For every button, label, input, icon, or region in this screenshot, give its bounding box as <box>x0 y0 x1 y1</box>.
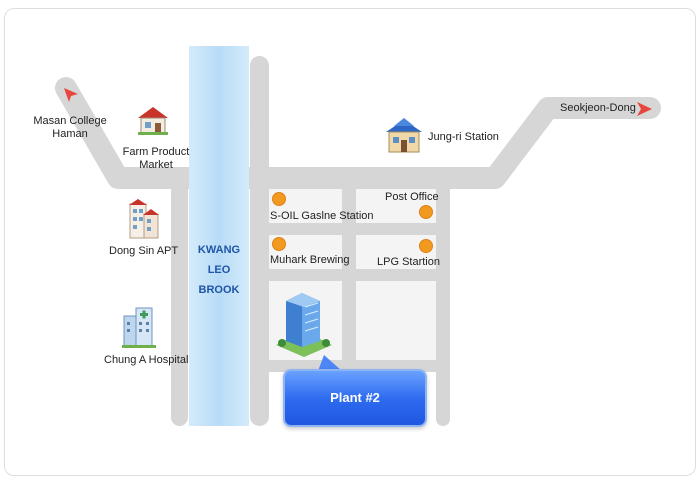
station-building-icon <box>386 118 422 153</box>
road-horizontal-1 <box>250 223 450 235</box>
brook-label: KWANG LEO BROOK <box>189 240 249 300</box>
road-east <box>239 97 661 189</box>
road-vertical-west <box>171 170 188 426</box>
brook-label-line3: BROOK <box>198 284 240 296</box>
location-dot-icon <box>272 192 286 206</box>
hospital-icon <box>122 307 156 348</box>
office-tower-icon <box>276 293 332 357</box>
direction-arrow-icon <box>637 102 652 116</box>
plant-callout-label: Plant #2 <box>330 390 380 405</box>
destination-masan-line2: Haman <box>52 128 88 140</box>
lpg-station-label: LPG Startion <box>377 256 440 268</box>
destination-masan-line1: Masan College <box>33 115 107 127</box>
destination-seokjeon: Seokjeon-Dong <box>560 102 636 114</box>
road-northwest <box>55 77 201 189</box>
callout-tail <box>318 355 342 371</box>
block-6 <box>356 281 436 360</box>
chung-a-hospital-label: Chung A Hospital <box>104 354 189 366</box>
dong-sin-apt-label: Dong Sin APT <box>109 245 179 257</box>
plant-callout[interactable] <box>283 369 427 427</box>
jungri-station-label: Jung-ri Station <box>428 131 499 143</box>
location-dot-icon <box>419 205 433 219</box>
location-dot-icon <box>272 237 286 251</box>
road-vertical-central <box>250 56 269 426</box>
farm-product-line2: Market <box>139 159 173 171</box>
location-dot-icon <box>419 239 433 253</box>
soil-gas-station-label: S-OIL Gaslne Station <box>270 210 374 222</box>
brook-label-line1: KWANG <box>197 244 241 256</box>
road-vertical-east <box>436 178 450 426</box>
kwang-leo-brook <box>189 46 249 426</box>
direction-arrow-icon <box>64 88 78 102</box>
farm-product-line1: Farm Product <box>122 146 190 158</box>
post-office-label: Post Office <box>385 191 439 203</box>
destination-masan-college: Masan College Haman <box>30 115 110 141</box>
road-horizontal-2 <box>250 269 450 281</box>
brook-label-line2: LEO <box>207 264 231 276</box>
apartment-icon <box>129 199 159 239</box>
muhark-brewing-label: Muhark Brewing <box>270 254 350 266</box>
house-icon <box>138 107 168 135</box>
farm-product-market-label: Farm Product Market <box>114 146 198 172</box>
